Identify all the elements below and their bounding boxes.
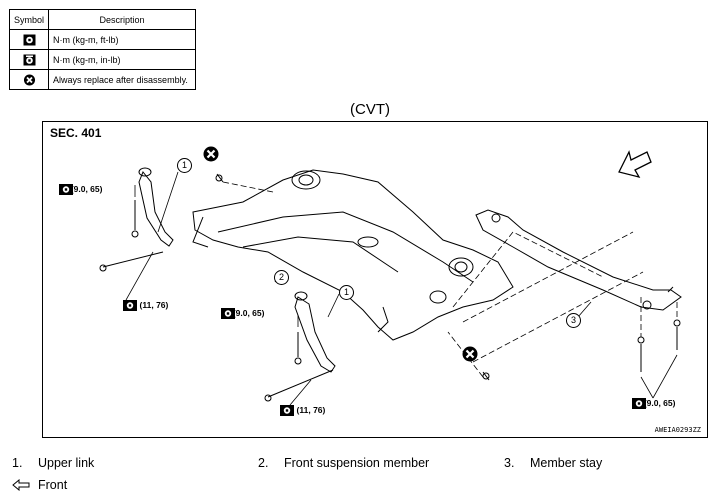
part-number: 2. bbox=[258, 456, 269, 470]
part-number: 3. bbox=[504, 456, 515, 470]
front-arrow-icon bbox=[12, 479, 30, 491]
torque-spec: 103 (11, 76) bbox=[123, 300, 169, 311]
part-number: 1. bbox=[12, 456, 23, 470]
legend-header-description: Description bbox=[48, 9, 197, 30]
callout-upper-link: 1 bbox=[339, 285, 354, 300]
torque-wrench-ftlb-icon bbox=[23, 34, 35, 45]
upper-link bbox=[294, 296, 336, 373]
always-replace-icon bbox=[462, 346, 478, 362]
legend-header-symbol: Symbol bbox=[8, 9, 50, 30]
torque-value: 88 (9.0, 65) bbox=[632, 398, 676, 408]
torque-wrench-inlb-icon bbox=[23, 54, 35, 65]
legend-row: N·m (kg-m, ft-lb) bbox=[8, 29, 197, 50]
torque-wrench-ftlb-icon bbox=[123, 300, 137, 311]
always-replace-icon bbox=[203, 146, 219, 162]
always-replace-icon bbox=[23, 73, 35, 86]
list-item: 2. Front suspension member bbox=[258, 456, 429, 470]
legend-description: Always replace after disassembly. bbox=[48, 69, 197, 90]
member-stay bbox=[475, 209, 682, 311]
suspension-illustration bbox=[99, 150, 682, 406]
symbol-legend-table: Symbol Description N·m (kg-m, ft-lb) N·m… bbox=[8, 9, 197, 90]
legend-row: Always replace after disassembly. bbox=[8, 69, 197, 90]
list-item: 3. Member stay bbox=[504, 456, 602, 470]
section-number: SEC. 401 bbox=[50, 126, 102, 140]
part-name: Member stay bbox=[530, 456, 603, 470]
torque-spec: 88 (9.0, 65) bbox=[59, 184, 103, 195]
torque-value: 103 (11, 76) bbox=[280, 405, 326, 415]
torque-value: 88 (9.0, 65) bbox=[221, 308, 265, 318]
callout-upper-link: 1 bbox=[177, 158, 192, 173]
front-suspension-member bbox=[192, 169, 514, 341]
front-label: Front bbox=[38, 478, 68, 492]
torque-spec: 88 (9.0, 65) bbox=[632, 398, 676, 409]
list-item: 1. Upper link bbox=[12, 456, 94, 470]
torque-wrench-ftlb-icon bbox=[59, 184, 73, 195]
legend-description: N·m (kg-m, ft-lb) bbox=[48, 29, 197, 50]
front-direction-arrow bbox=[618, 150, 652, 179]
figure-code: AWEIA0293ZZ bbox=[654, 426, 701, 434]
torque-value: 103 (11, 76) bbox=[123, 300, 169, 310]
part-name: Front suspension member bbox=[284, 456, 430, 470]
torque-wrench-ftlb-icon bbox=[221, 308, 235, 319]
torque-wrench-ftlb-icon bbox=[280, 405, 294, 416]
diagram-frame: SEC. 401 AWEIA0293ZZ 88 (9.0, 65) 103 (1… bbox=[42, 121, 708, 438]
torque-spec: 88 (9.0, 65) bbox=[221, 308, 265, 319]
torque-wrench-ftlb-icon bbox=[632, 398, 646, 409]
torque-value: 88 (9.0, 65) bbox=[59, 184, 103, 194]
part-name: Upper link bbox=[38, 456, 95, 470]
torque-spec: 103 (11, 76) bbox=[280, 405, 326, 416]
front-legend: Front bbox=[12, 478, 67, 492]
callout-member-stay: 3 bbox=[566, 313, 581, 328]
upper-link bbox=[138, 171, 174, 247]
legend-row: N·m (kg-m, in-lb) bbox=[8, 49, 197, 70]
legend-description: N·m (kg-m, in-lb) bbox=[48, 49, 197, 70]
variant-label: (CVT) bbox=[350, 101, 390, 118]
callout-front-suspension-member: 2 bbox=[274, 270, 289, 285]
